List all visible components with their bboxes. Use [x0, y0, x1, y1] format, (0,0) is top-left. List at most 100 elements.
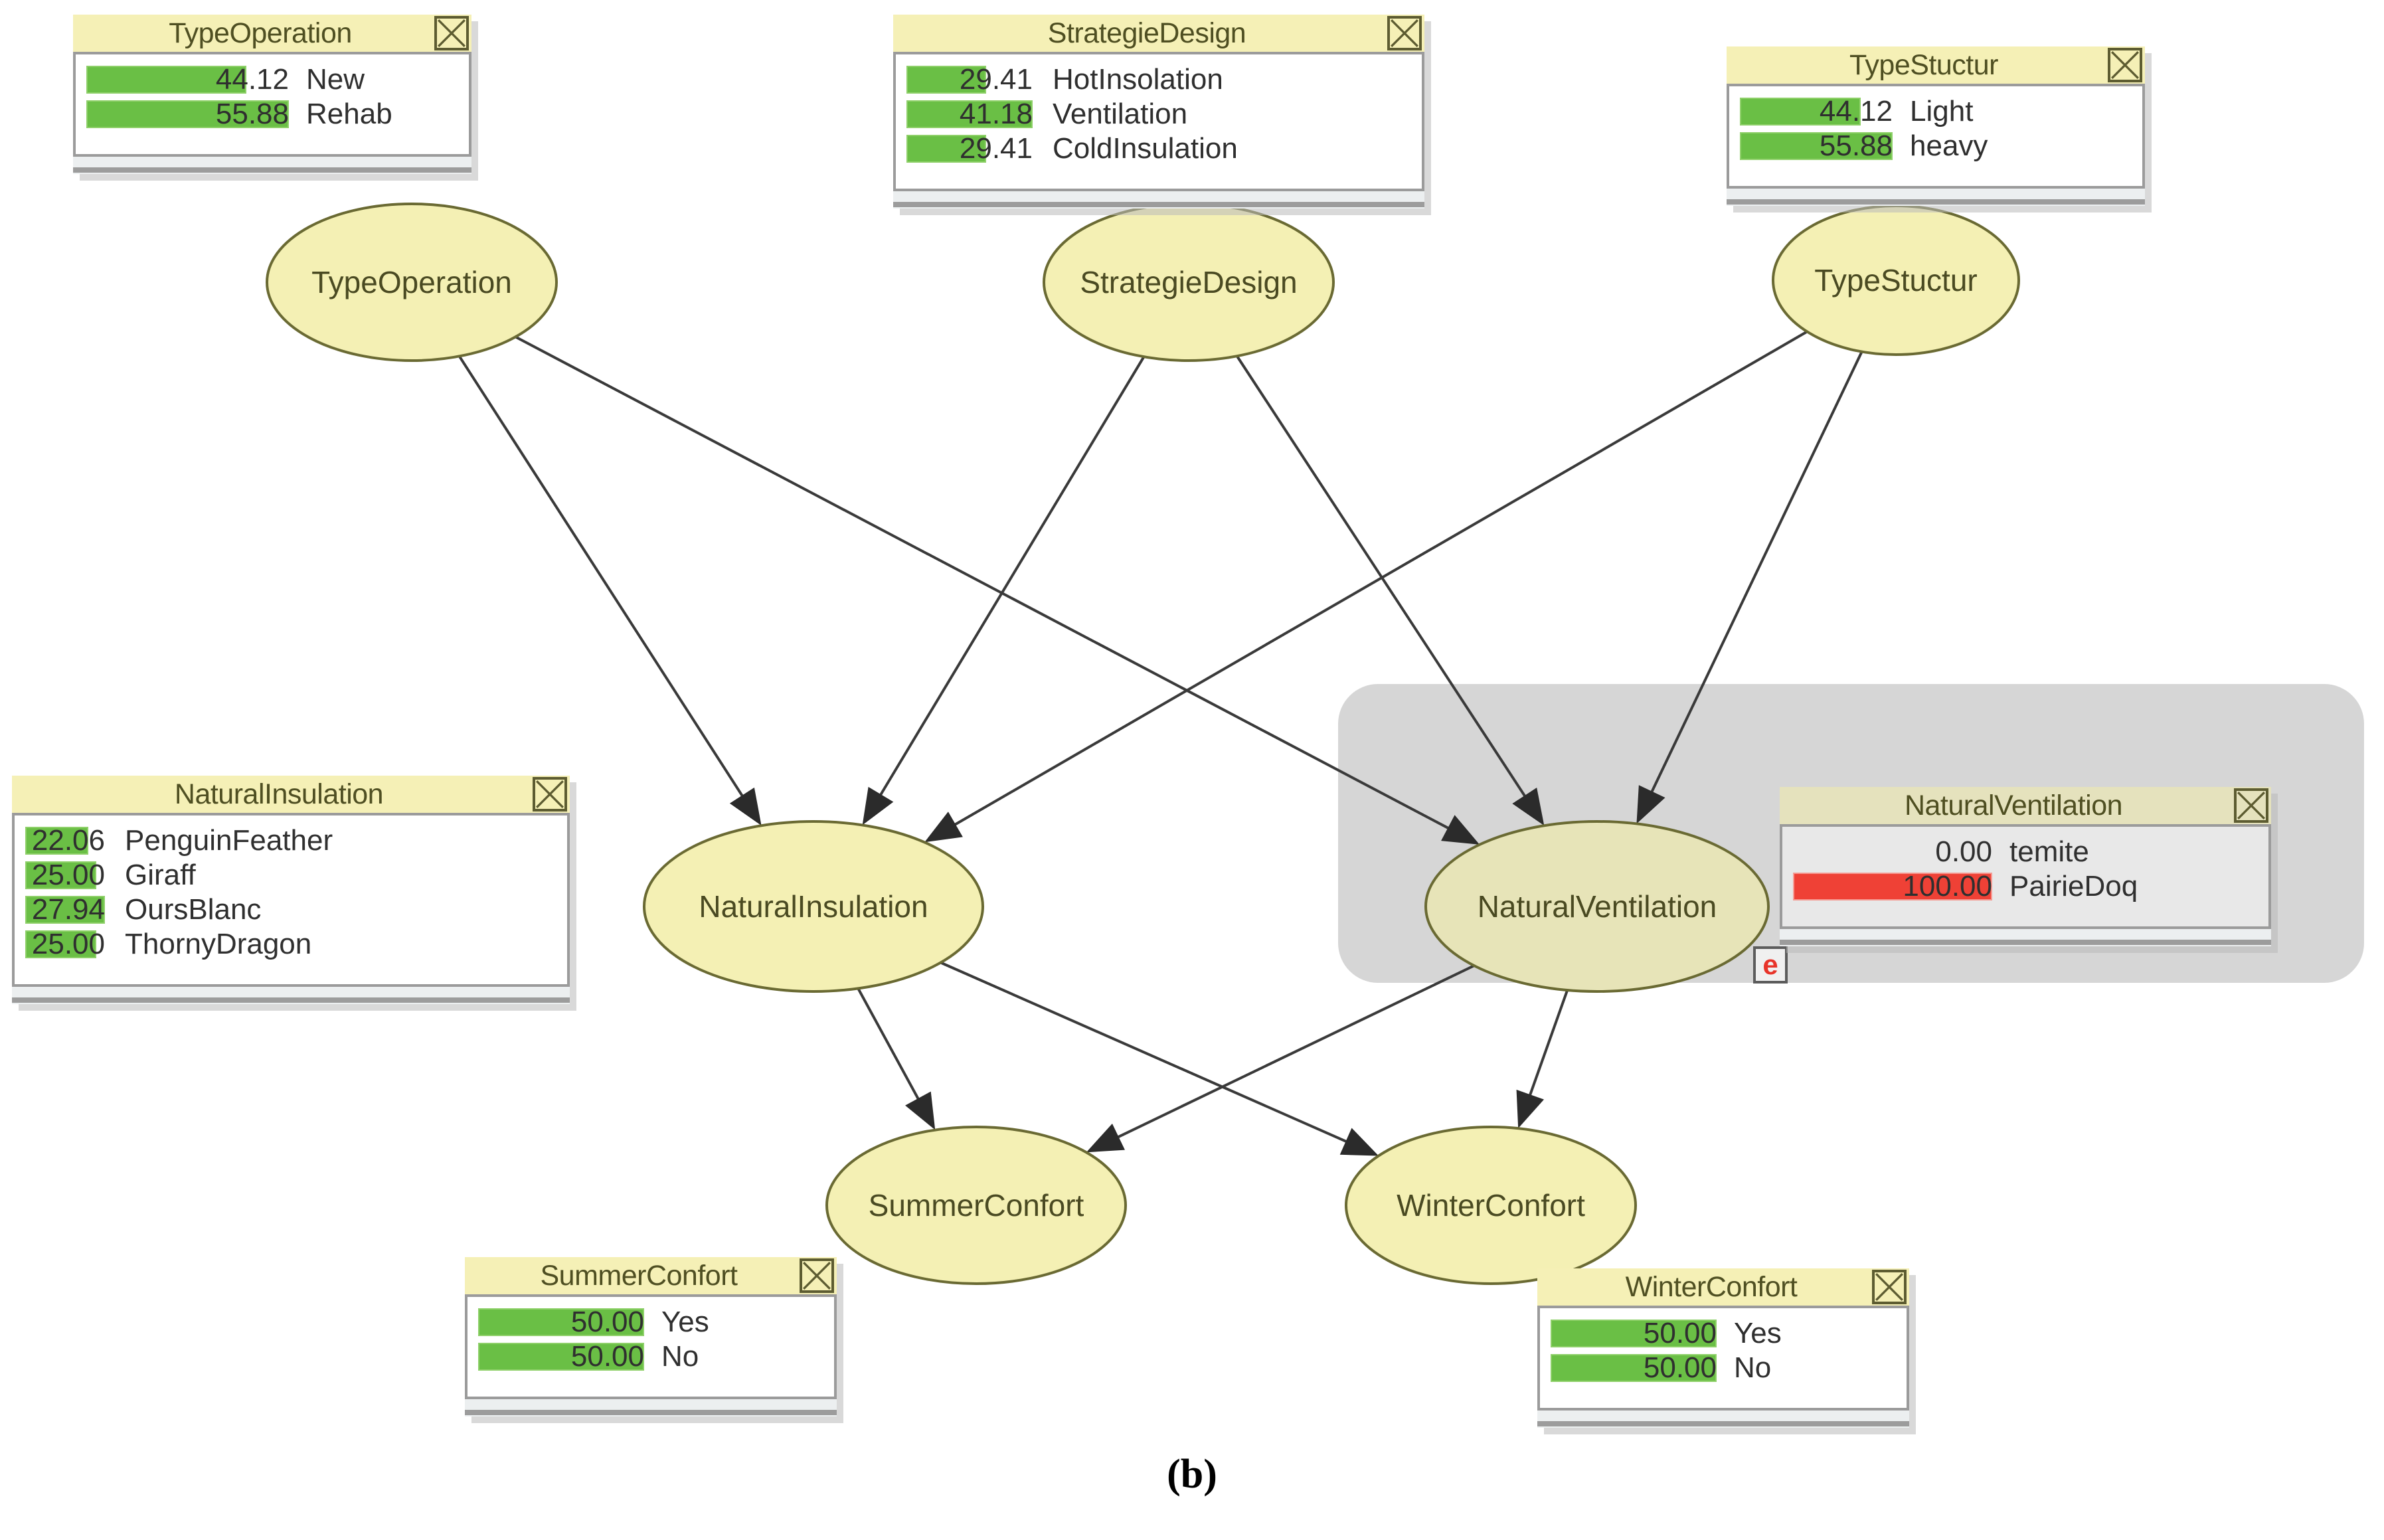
network-node-winterconfort[interactable]: WinterConfort: [1345, 1126, 1637, 1285]
state-row: 25.00 Giraff: [25, 858, 560, 893]
state-value: 44.12: [1819, 95, 1893, 128]
probability-bar: [478, 1308, 644, 1337]
monitor-summerconfort[interactable]: SummerConfort 50.00 Yes 50.00 No: [465, 1257, 843, 1423]
monitor-naturalinsulation[interactable]: NaturalInsulation 22.06 PenguinFeather 2…: [12, 776, 576, 1011]
monitor-titlebar: NaturalInsulation: [12, 776, 570, 813]
panel-footer: [1780, 929, 2271, 946]
state-row: 55.88 Rehab: [86, 97, 462, 131]
probability-bar: [1551, 1319, 1717, 1348]
state-label: No: [1734, 1351, 1772, 1384]
state-label: HotInsolation: [1053, 63, 1223, 96]
state-row: 0.00 temite: [1793, 835, 2262, 869]
node-ellipse[interactable]: [1345, 1126, 1637, 1285]
monitor-title: NaturalVentilation: [1904, 790, 2123, 821]
panel-footer: [893, 191, 1424, 209]
monitor-winterconfort[interactable]: WinterConfort 50.00 Yes 50.00 No: [1537, 1268, 1916, 1434]
network-node-typeoperation[interactable]: TypeOperation: [266, 203, 558, 362]
state-value: 100.00: [1903, 870, 1992, 902]
monitor-body: 44.12 New 55.88 Rehab: [73, 52, 471, 157]
evidence-badge[interactable]: e: [1753, 946, 1788, 984]
close-x-icon[interactable]: [2108, 48, 2142, 82]
figure-caption: (b): [1167, 1452, 1217, 1497]
monitor-titlebar: NaturalVentilation: [1780, 787, 2271, 824]
state-row: 25.00 ThornyDragon: [25, 927, 560, 962]
state-label: ThornyDragon: [125, 928, 312, 960]
state-row: 50.00 Yes: [478, 1305, 827, 1339]
probability-bar: [25, 895, 105, 924]
state-row: 100.00 PairieDoq: [1793, 869, 2262, 904]
state-row: 50.00 No: [478, 1339, 827, 1374]
node-ellipse[interactable]: [266, 203, 558, 362]
node-ellipse[interactable]: [825, 1126, 1127, 1285]
state-row: 55.88 heavy: [1740, 129, 2136, 163]
node-label: WinterConfort: [1397, 1188, 1585, 1223]
state-value: 27.94: [31, 893, 105, 926]
state-value: 29.41: [959, 63, 1033, 96]
monitor-strategiedesign[interactable]: StrategieDesign 29.41 HotInsolation 41.1…: [893, 15, 1431, 215]
state-value: 55.88: [1819, 129, 1893, 162]
monitor-body: 44.12 Light 55.88 heavy: [1727, 84, 2145, 189]
monitor-body: 22.06 PenguinFeather 25.00 Giraff 27.94 …: [12, 813, 570, 987]
state-row: 41.18 Ventilation: [906, 97, 1415, 131]
monitor-title: NaturalInsulation: [174, 778, 384, 810]
monitor-title: SummerConfort: [540, 1260, 738, 1292]
state-label: Light: [1910, 95, 1974, 128]
state-label: New: [306, 63, 365, 96]
monitor-typestuctur[interactable]: TypeStuctur 44.12 Light 55.88 heavy: [1727, 46, 2152, 213]
monitor-titlebar: StrategieDesign: [893, 15, 1424, 52]
probability-bar: [1740, 131, 1893, 161]
monitor-body: 50.00 Yes 50.00 No: [465, 1294, 837, 1399]
network-node-typestuctur[interactable]: TypeStuctur: [1772, 205, 2020, 356]
monitor-titlebar: TypeStuctur: [1727, 46, 2145, 84]
state-value: 50.00: [1643, 1317, 1717, 1349]
monitor-body: 0.00 temite 100.00 PairieDoq: [1780, 824, 2271, 929]
probability-bar: [25, 930, 105, 959]
network-node-summerconfort[interactable]: SummerConfort: [825, 1126, 1127, 1285]
monitor-title: TypeStuctur: [1849, 49, 1998, 81]
edge-arrowhead: [1516, 1089, 1545, 1129]
panel-footer: [465, 1399, 837, 1416]
state-label: OursBlanc: [125, 893, 262, 926]
close-x-icon[interactable]: [434, 16, 469, 50]
state-value: 29.41: [959, 132, 1033, 165]
probability-bar: [25, 861, 105, 890]
state-label: Yes: [661, 1306, 709, 1338]
state-row: 27.94 OursBlanc: [25, 893, 560, 927]
monitor-typeoperation[interactable]: TypeOperation 44.12 New 55.88 Rehab: [73, 15, 478, 181]
panel-footer: [1727, 189, 2145, 206]
node-label: StrategieDesign: [1080, 265, 1297, 299]
node-ellipse[interactable]: [1043, 203, 1335, 362]
panel-footer: [12, 987, 570, 1004]
probability-bar: [1551, 1353, 1717, 1383]
state-value: 50.00: [570, 1306, 644, 1338]
close-x-icon[interactable]: [2234, 788, 2268, 823]
close-x-icon[interactable]: [1872, 1270, 1907, 1304]
monitor-title: StrategieDesign: [1047, 17, 1246, 49]
state-row: 50.00 No: [1551, 1351, 1900, 1385]
state-row: 29.41 HotInsolation: [906, 62, 1415, 97]
edge-arrowhead: [924, 812, 963, 843]
network-node-naturalinsulation[interactable]: NaturalInsulation: [643, 820, 984, 993]
monitor-naturalventilation[interactable]: NaturalVentilation 0.00 temite 100.00 Pa…: [1780, 787, 2278, 953]
close-x-icon[interactable]: [1387, 16, 1422, 50]
edge-arrowhead: [729, 787, 762, 826]
network-node-strategiedesign[interactable]: StrategieDesign: [1043, 203, 1335, 362]
panel-footer: [73, 157, 471, 174]
probability-bar: [86, 65, 289, 94]
state-value: 50.00: [1643, 1351, 1717, 1384]
node-ellipse[interactable]: [643, 820, 984, 993]
close-x-icon[interactable]: [533, 777, 567, 812]
monitor-titlebar: WinterConfort: [1537, 1268, 1909, 1306]
node-label: NaturalInsulation: [699, 889, 928, 924]
state-row: 50.00 Yes: [1551, 1316, 1900, 1351]
state-label: Giraff: [125, 859, 196, 891]
close-x-icon[interactable]: [800, 1258, 834, 1293]
state-value: 25.00: [31, 859, 105, 891]
node-label: SummerConfort: [869, 1188, 1084, 1223]
monitor-titlebar: SummerConfort: [465, 1257, 837, 1294]
probability-bar: [1740, 97, 1893, 126]
node-ellipse[interactable]: [1772, 205, 2020, 356]
monitor-body: 29.41 HotInsolation 41.18 Ventilation 29…: [893, 52, 1424, 191]
state-row: 44.12 Light: [1740, 94, 2136, 129]
